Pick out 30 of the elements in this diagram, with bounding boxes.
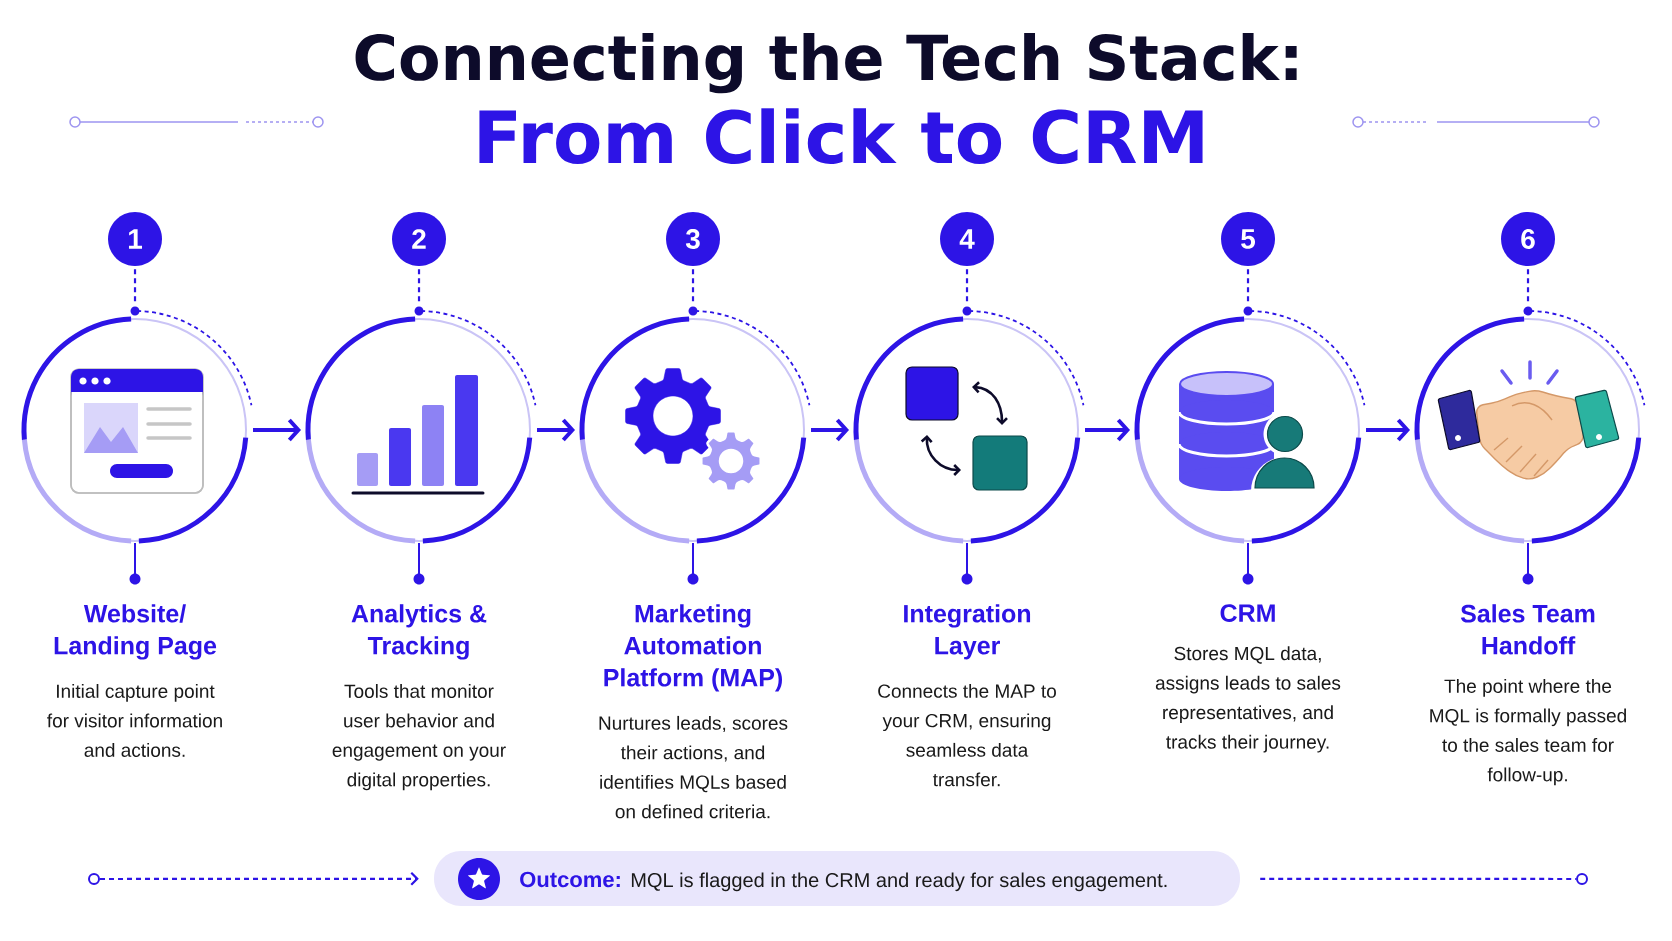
step-description: The point where the MQL is formally passed to the sales team for follow-up. — [1430, 678, 1626, 786]
step-description: Tools that monitor user behavior and engagement on your digital properties. — [332, 684, 506, 791]
step-description: Connects the MAP to your CRM, ensuring seamless data transfer. — [878, 683, 1056, 787]
number-badge: 4 — [940, 212, 994, 266]
outcome-label: Outcome: — [520, 871, 620, 888]
arrow — [253, 418, 301, 442]
arrow — [811, 418, 849, 442]
number-badge: 2 — [392, 212, 446, 266]
subtitle: From Click to CRM — [479, 108, 1203, 164]
arrow — [1366, 418, 1410, 442]
step-description: Initial capture point for visitor information and actions. — [47, 684, 222, 757]
outcome-text: MQL is flagged in the CRM and ready for sales engagement. — [631, 872, 1167, 892]
number-badge: 3 — [666, 212, 720, 266]
arrow — [1085, 418, 1130, 442]
step-heading: Website/ Landing Page — [54, 604, 217, 660]
number-badge: 5 — [1221, 212, 1275, 266]
title: Connecting the Tech Stack: — [355, 32, 1297, 94]
step-heading: CRM — [1220, 604, 1275, 622]
step-description: Nurtures leads, scores their actions, and identifies MQLs based on defined criteria. — [599, 715, 788, 819]
step-heading: Analytics & Tracking — [351, 604, 487, 660]
step-heading: Marketing Automation Platform (MAP) — [604, 604, 782, 692]
dotted-line — [1260, 877, 1576, 881]
step-heading: Integration Layer — [904, 604, 1031, 660]
arrow — [537, 418, 575, 442]
number-badge: 1 — [108, 212, 162, 266]
dashed-arrow — [100, 872, 419, 886]
step-heading: Sales Team Handoff — [1460, 604, 1595, 655]
outcome-banner — [434, 851, 1240, 906]
number-badge: 6 — [1501, 212, 1555, 266]
step-description: Stores MQL data, assigns leads to sales representatives, and tracks their journey. — [1155, 646, 1341, 753]
